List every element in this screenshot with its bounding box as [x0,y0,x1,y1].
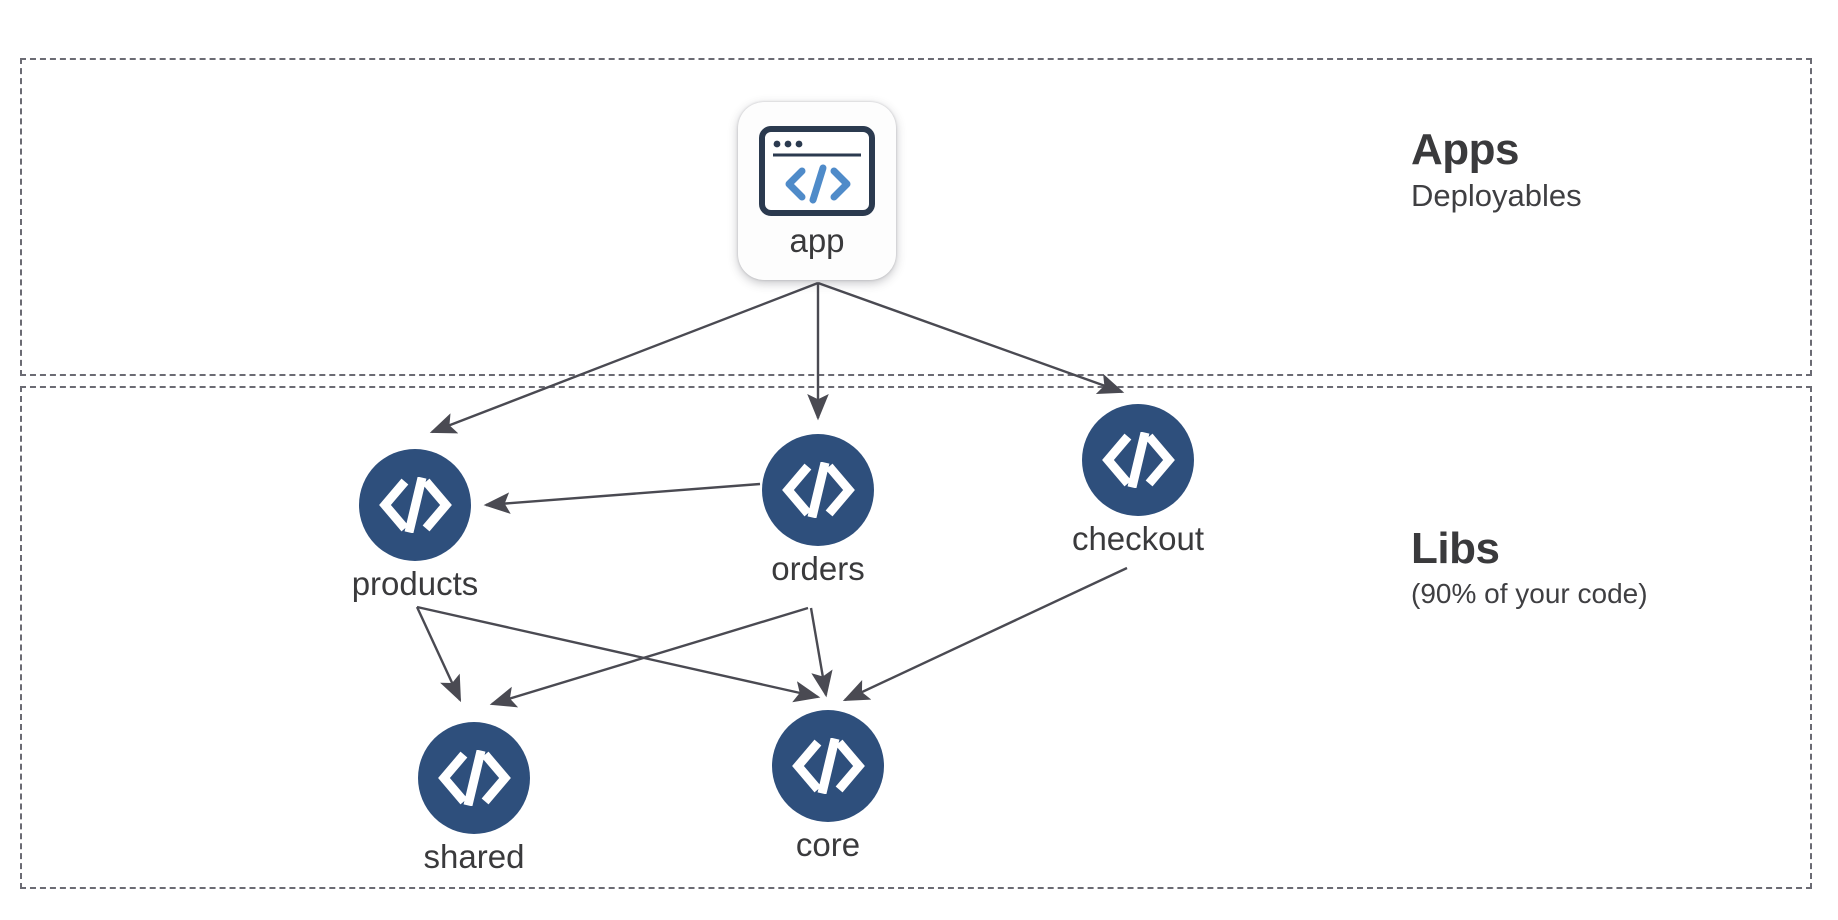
node-shared-circle [418,722,530,834]
node-app[interactable]: app [738,102,896,280]
zone-libs-caption: Libs (90% of your code) [1411,524,1648,611]
node-core[interactable]: core [678,710,978,863]
code-brackets-icon [1102,432,1175,488]
node-products-label: products [351,565,479,602]
node-app-label: app [789,222,845,259]
zone-apps-subtitle: Deployables [1411,178,1582,214]
node-core-circle [772,710,884,822]
node-orders-circle [762,434,874,546]
node-products[interactable]: products [265,449,565,602]
node-checkout[interactable]: checkout [988,404,1288,557]
node-orders[interactable]: orders [668,434,968,587]
zone-libs-subtitle: (90% of your code) [1411,578,1648,610]
node-shared-label: shared [423,838,525,875]
node-shared[interactable]: shared [324,722,624,875]
node-checkout-circle [1082,404,1194,516]
zone-apps-boundary [20,58,1812,376]
node-checkout-label: checkout [1071,520,1205,557]
code-brackets-icon [438,750,511,806]
node-products-circle [359,449,471,561]
zone-apps-caption: Apps Deployables [1411,125,1582,216]
code-brackets-icon [379,477,452,533]
code-brackets-icon [792,738,865,794]
browser-code-icon [759,126,875,216]
node-core-label: core [795,826,861,863]
node-orders-label: orders [771,550,865,587]
zone-libs-title: Libs [1411,524,1500,573]
code-brackets-icon [782,462,855,518]
zone-apps-title: Apps [1411,125,1519,174]
